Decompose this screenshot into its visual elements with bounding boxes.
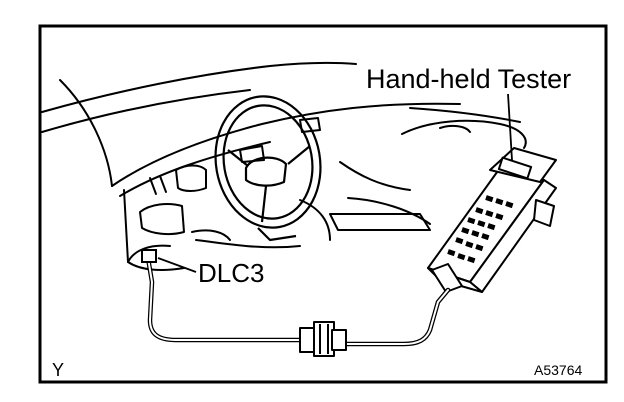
leader-lines [157, 93, 513, 273]
dlc3-connector [141, 249, 157, 263]
figure-number: A53764 [534, 362, 583, 378]
figure-frame [38, 24, 608, 384]
tester-cable-inner [147, 257, 449, 345]
hand-held-tester-device [427, 147, 557, 293]
dlc3-label: DLC3 [198, 258, 265, 288]
corner-mark: Y [52, 360, 65, 380]
dashboard-outline [41, 61, 527, 271]
hand-held-tester-label: Hand-held Tester [366, 64, 572, 94]
cable-adapter [299, 321, 347, 357]
steering-wheel [214, 95, 322, 242]
